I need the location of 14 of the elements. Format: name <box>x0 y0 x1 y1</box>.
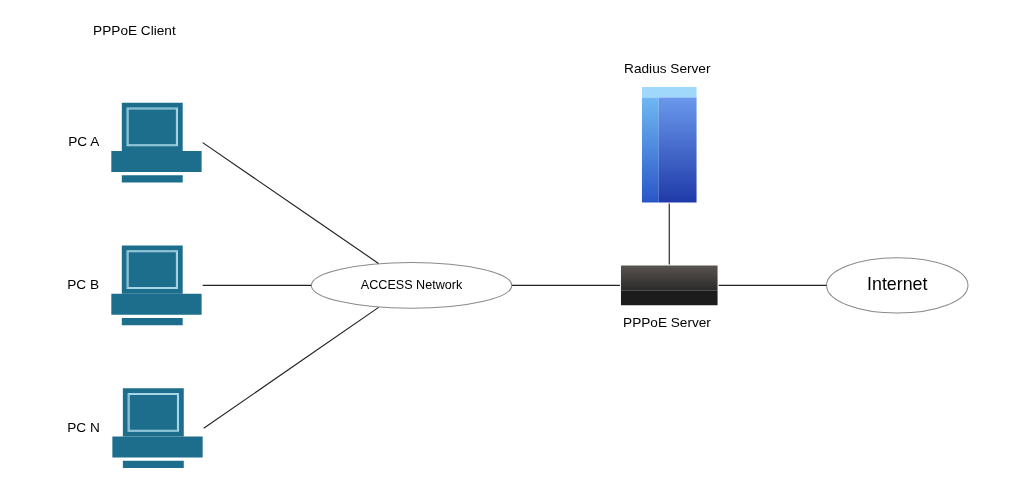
connector <box>511 284 621 286</box>
node-label: PC B <box>67 276 100 292</box>
connector <box>202 142 380 264</box>
connector <box>668 202 670 265</box>
node-label: PPPoE Server <box>623 314 711 330</box>
connector <box>202 284 312 286</box>
node-label: PC N <box>67 419 100 435</box>
connector <box>203 306 380 429</box>
node-ellipse: Internet <box>826 257 969 314</box>
connector <box>718 284 828 286</box>
label: PPPoE Client <box>93 22 176 38</box>
node-label: Radius Server <box>624 60 711 76</box>
node-ellipse: ACCESS Network <box>310 261 513 309</box>
node-label: PC A <box>68 134 100 150</box>
